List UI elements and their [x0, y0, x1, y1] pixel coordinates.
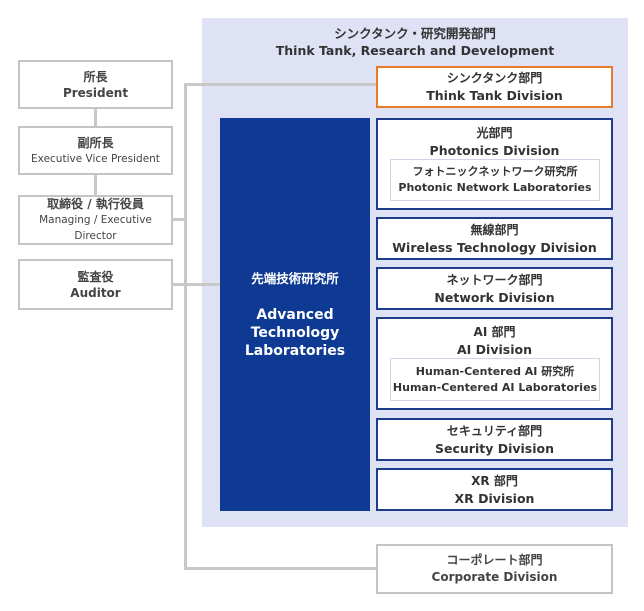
connector-director-to-trunk: [173, 218, 186, 221]
wireless-division-box: 無線部門 Wireless Technology Division: [376, 217, 613, 260]
security-division-en: Security Division: [434, 440, 555, 456]
photonics-division-en: Photonics Division: [429, 143, 560, 158]
corporate-division-en: Corporate Division: [431, 570, 558, 584]
photonics-division-ja: 光部門: [476, 126, 513, 140]
xr-division-en: XR Division: [454, 490, 535, 506]
security-division-ja: セキュリティ部門: [446, 423, 543, 438]
photonic-network-laboratories-box: フォトニックネットワーク研究所 Photonic Network Laborat…: [390, 159, 600, 201]
executive-vice-president-box: 副所長 Executive Vice President: [18, 126, 173, 175]
director-label-en: Managing / Executive Director: [39, 214, 152, 242]
ai-division-en: AI Division: [457, 342, 532, 357]
wireless-division-ja: 無線部門: [470, 222, 519, 237]
advanced-technology-laboratories-block: 先端技術研究所 Advanced Technology Laboratories: [220, 118, 370, 511]
think-tank-division-box: シンクタンク部門 Think Tank Division: [376, 66, 613, 108]
security-division-box: セキュリティ部門 Security Division: [376, 418, 613, 461]
president-label-ja: 所長: [83, 69, 108, 84]
corporate-division-ja: コーポレート部門: [446, 553, 543, 567]
ai-division-ja: AI 部門: [473, 325, 516, 339]
network-division-box: ネットワーク部門 Network Division: [376, 267, 613, 310]
xr-division-box: XR 部門 XR Division: [376, 468, 613, 511]
president-label-en: President: [62, 85, 129, 100]
auditor-label-ja: 監査役: [77, 269, 114, 284]
human-centered-ai-laboratories-box: Human-Centered AI 研究所 Human-Centered AI …: [390, 358, 600, 401]
executive-vice-president-label-en: Executive Vice President: [31, 152, 160, 165]
think-tank-division-ja: シンクタンク部門: [446, 71, 543, 85]
atl-label-ja: 先端技術研究所: [251, 270, 339, 286]
president-box: 所長 President: [18, 60, 173, 109]
think-tank-division-en: Think Tank Division: [426, 88, 563, 103]
director-label-ja: 取締役 / 執行役員: [47, 197, 144, 211]
xr-division-ja: XR 部門: [471, 473, 518, 488]
network-division-en: Network Division: [434, 289, 555, 305]
human-centered-ai-laboratories-ja: Human-Centered AI 研究所: [415, 364, 575, 378]
auditor-label-en: Auditor: [70, 285, 121, 300]
connector-to-think-tank: [184, 83, 377, 86]
think-tank-title-ja: シンクタンク・研究開発部門: [334, 26, 496, 41]
photonic-network-laboratories-ja: フォトニックネットワーク研究所: [412, 165, 578, 178]
network-division-ja: ネットワーク部門: [446, 272, 543, 287]
human-centered-ai-laboratories-en: Human-Centered AI Laboratories: [392, 380, 598, 394]
photonic-network-laboratories-en: Photonic Network Laboratories: [398, 181, 592, 194]
corporate-division-box: コーポレート部門 Corporate Division: [376, 544, 613, 594]
wireless-division-en: Wireless Technology Division: [392, 239, 597, 255]
connector-trunk-to-atl: [184, 283, 220, 286]
connector-auditor-to-trunk: [173, 283, 186, 286]
connector-trunk-vertical: [184, 83, 187, 569]
director-box: 取締役 / 執行役員 Managing / Executive Director: [18, 195, 173, 245]
executive-vice-president-label-ja: 副所長: [77, 135, 114, 150]
think-tank-panel-title: シンクタンク・研究開発部門 Think Tank, Research and D…: [202, 22, 628, 62]
atl-label-en: Advanced Technology Laboratories: [244, 306, 346, 359]
auditor-box: 監査役 Auditor: [18, 259, 173, 310]
think-tank-title-en: Think Tank, Research and Development: [275, 43, 555, 58]
connector-to-corporate: [184, 567, 377, 570]
